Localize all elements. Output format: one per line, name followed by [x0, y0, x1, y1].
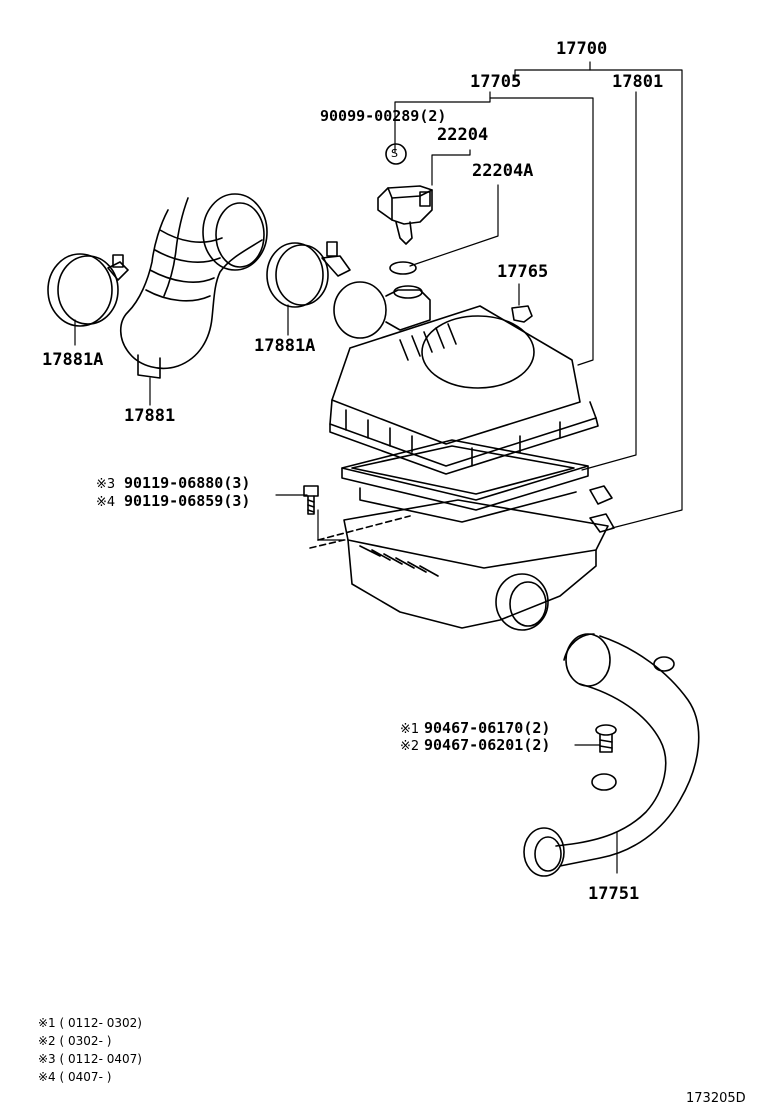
- label-mark2: ※2: [400, 739, 420, 754]
- label-assy: 17700: [556, 39, 608, 59]
- cap: [512, 306, 532, 322]
- air-cleaner-case: [310, 486, 614, 630]
- label-meter: 22204: [437, 125, 489, 145]
- label-case: 17705: [470, 72, 522, 92]
- label-mark3: ※3: [96, 477, 116, 492]
- leader-lines: [74, 61, 683, 874]
- footnote-range: ( 0112- 0407): [59, 1052, 142, 1066]
- diagram-code: 173205D: [686, 1091, 746, 1106]
- label-clamp-mid: 17881A: [254, 336, 316, 356]
- hose-clamp-mid: [267, 242, 350, 307]
- clip-s-marker: [385, 143, 407, 165]
- label-cap: 17765: [497, 262, 549, 282]
- air-cleaner-cover: [330, 282, 598, 474]
- air-filter-element: [342, 440, 588, 522]
- label-mark4: ※4: [96, 495, 116, 510]
- label-bolt3: 90119-06880(3): [124, 474, 251, 492]
- label-inlet: 17751: [588, 884, 640, 904]
- footnote-4: ※4 ( 0407- ): [38, 1071, 111, 1083]
- footnote-mark: ※1: [38, 1016, 56, 1030]
- label-hose: 17881: [124, 406, 176, 426]
- label-mark1: ※1: [400, 722, 420, 737]
- footnote-range: ( 0112- 0302): [59, 1016, 142, 1030]
- label-bolt1: 90467-06170(2): [424, 719, 551, 737]
- label-clamp-left: 17881A: [42, 350, 104, 370]
- inlet-pipe: [524, 634, 699, 876]
- label-clip: 90099-00289(2): [320, 107, 447, 125]
- o-ring: [390, 262, 416, 274]
- footnote-mark: ※4: [38, 1070, 56, 1084]
- label-element: 17801: [612, 72, 664, 92]
- footnote-2: ※2 ( 0302- ): [38, 1035, 111, 1047]
- footnote-mark: ※2: [38, 1034, 56, 1048]
- label-oring: 22204A: [472, 161, 534, 181]
- label-bolt4: 90119-06859(3): [124, 492, 251, 510]
- footnote-1: ※1 ( 0112- 0302): [38, 1017, 142, 1029]
- bolt-left: [304, 486, 318, 514]
- footnote-range: ( 0407- ): [59, 1070, 112, 1084]
- footnote-mark: ※3: [38, 1052, 56, 1066]
- label-bolt2: 90467-06201(2): [424, 736, 551, 754]
- bolt-right: [596, 725, 616, 752]
- air-flow-meter: [378, 186, 432, 244]
- label-s-mark: S: [391, 147, 398, 160]
- footnote-range: ( 0302- ): [59, 1034, 112, 1048]
- hose-clamp-left: [48, 254, 128, 326]
- footnote-3: ※3 ( 0112- 0407): [38, 1053, 142, 1065]
- intake-hose: [121, 194, 267, 378]
